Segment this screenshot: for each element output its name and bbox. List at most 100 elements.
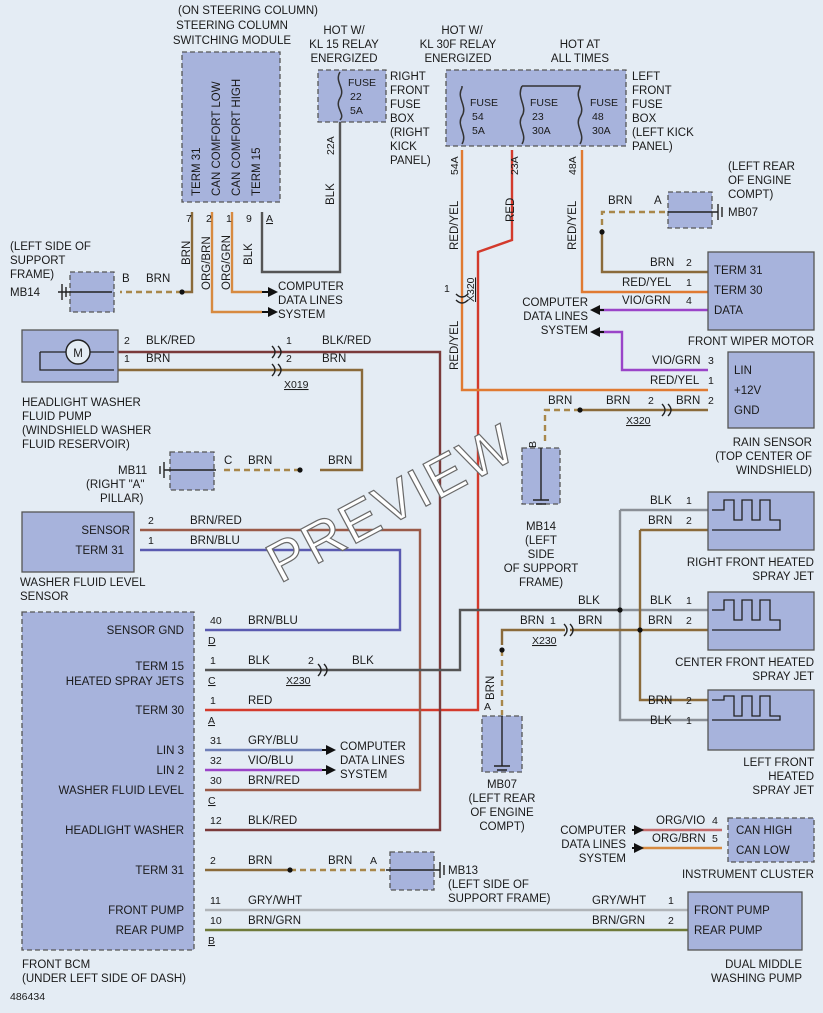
splice-dot [179, 289, 185, 295]
scm-pin-a: A [266, 213, 273, 225]
wiper-num-1: 1 [686, 277, 692, 289]
wire-red-yel-wiper [580, 150, 708, 294]
wire-vio-rain [600, 330, 708, 372]
x019-wire-brn: BRN [322, 353, 346, 365]
x320b-pin: 2 [648, 395, 654, 407]
cluster-num-4: 4 [712, 815, 718, 827]
scm-pin-term31: TERM 31 [191, 147, 203, 196]
rain-pin-lin: LIN [734, 365, 752, 377]
rffb-l3: FUSE [390, 99, 421, 111]
rain-sensor [727, 351, 815, 429]
lfhj-l3: SPRAY JET [752, 785, 814, 797]
x230b-wire: BLK [352, 655, 374, 667]
mb14-mid-l5: FRAME) [519, 577, 563, 589]
kl30-l3: ENERGIZED [424, 53, 491, 65]
splice-dot [599, 229, 605, 235]
ground-icon [668, 204, 723, 220]
wire-blk-term15 [260, 120, 342, 274]
rain-wire-brn: BRN [676, 395, 700, 407]
hwp-wire-blk-red: BLK/RED [146, 335, 195, 347]
scm-title-3: SWITCHING MODULE [173, 35, 292, 47]
kl15-l3: ENERGIZED [310, 53, 377, 65]
mb07-mid-l2: (LEFT REAR [469, 793, 536, 805]
rain-num-1: 1 [708, 375, 714, 387]
cfhj-l1: CENTER FRONT HEATED [675, 657, 814, 669]
rain-l1: RAIN SENSOR [733, 437, 812, 449]
bcm-row-6-label: HEADLIGHT WASHER [65, 825, 184, 837]
fuse22-a: 5A [350, 105, 363, 117]
fuse23-l: FUSE [530, 97, 558, 109]
cdl1-l1: COMPUTER [278, 281, 344, 293]
fuse-22-icon [337, 71, 343, 121]
dmwp-pin-front: FRONT PUMP [694, 905, 770, 917]
bcm-row-7-wire: BRN [248, 855, 272, 867]
lffb-l3: FUSE [632, 99, 663, 111]
mb13-wire: BRN [328, 855, 352, 867]
dmwp-l2: WASHING PUMP [711, 973, 802, 985]
right-front-fuse-box [317, 69, 387, 123]
cluster-pin-can-high: CAN HIGH [736, 825, 792, 837]
bcm-row-5-num: 30 [210, 775, 222, 787]
x019-pin-1: 1 [286, 335, 292, 347]
x019-pin-2: 2 [286, 353, 292, 365]
bcm-row-9-wire: BRN/GRN [248, 915, 301, 927]
wiper-wire-red-yel: RED/YEL [622, 277, 672, 289]
kl30-l1: HOT W/ [441, 25, 483, 37]
mb14-top-l3: FRAME) [10, 269, 54, 281]
wire-brn-red-sensor [140, 528, 422, 792]
wfls-pin-term31: TERM 31 [75, 545, 124, 557]
mb07-top-l4: MB07 [728, 207, 758, 219]
lffb-pin-23a: 23A [509, 156, 521, 175]
dmwp-wire-brn-grn: BRN/GRN [592, 915, 645, 927]
lffb-wire-1: RED/YEL [449, 200, 461, 250]
x230a-label: X230 [532, 635, 557, 647]
mb07-mid-wire: BRN [485, 676, 497, 700]
splice-dot [637, 627, 643, 633]
mb07-mid-pin: A [484, 701, 491, 713]
hwp-l2: FLUID PUMP [22, 411, 92, 423]
mb11-wire-l: BRN [248, 455, 272, 467]
dmwp-pin-rear: REAR PUMP [694, 925, 763, 937]
kl15-l1: HOT W/ [323, 25, 365, 37]
lffb-l4: BOX [632, 113, 657, 125]
preview-watermark: PREVIEW [256, 411, 526, 594]
bcm-row-5-wire: BRN/RED [248, 775, 300, 787]
scm-pin-can-low: CAN COMFORT LOW [211, 81, 223, 196]
lffb-l6: PANEL) [632, 141, 673, 153]
x230a-pin: 1 [550, 615, 556, 627]
mb07-top-l3: COMPT) [728, 189, 774, 201]
wire-brn-hwp [115, 368, 364, 472]
mb11-l3: PILLAR) [100, 493, 144, 505]
mb07-mid-l3: OF ENGINE [470, 807, 534, 819]
splice-dot [499, 647, 505, 653]
cdl1-l3: SYSTEM [278, 309, 325, 321]
rfhj-l1: RIGHT FRONT HEATED [687, 557, 814, 569]
bcm-row-4-wire: VIO/BLU [248, 755, 293, 767]
dmwp-num-2: 2 [668, 915, 674, 927]
fuse23-a: 30A [532, 125, 551, 137]
cluster-pin-can-low: CAN LOW [736, 845, 790, 857]
scm-pin-can-high: CAN COMFORT HIGH [231, 79, 243, 196]
bcm-row-7-label: TERM 31 [135, 865, 184, 877]
rffb-l6: KICK [390, 141, 417, 153]
front-bcm [21, 611, 195, 951]
fuse22-l: FUSE [348, 77, 376, 89]
motor-leads [39, 351, 114, 371]
red-yel-lower: RED/YEL [449, 320, 461, 370]
x320-pin: 1 [444, 283, 450, 295]
mb07-top-l1: (LEFT REAR [728, 161, 795, 173]
kl15-l2: KL 15 RELAY [309, 39, 379, 51]
mb14-mid-pin: B [527, 441, 539, 448]
cluster-wire-org-vio: ORG/VIO [656, 815, 705, 827]
hwp-wire-brn: BRN [146, 353, 170, 365]
steering-column-module [181, 51, 281, 203]
instrument-cluster [727, 817, 815, 863]
scm-wire-brn: BRN [181, 241, 193, 265]
dmwp-l1: DUAL MIDDLE [725, 959, 802, 971]
hwp-num-2: 2 [124, 335, 130, 347]
wire-blk-red-hwp [115, 350, 442, 832]
hwp-l3: (WINDSHIELD WASHER [22, 425, 151, 437]
rffb-l1: RIGHT [390, 71, 426, 83]
x230a-wire-l: BRN [520, 615, 544, 627]
